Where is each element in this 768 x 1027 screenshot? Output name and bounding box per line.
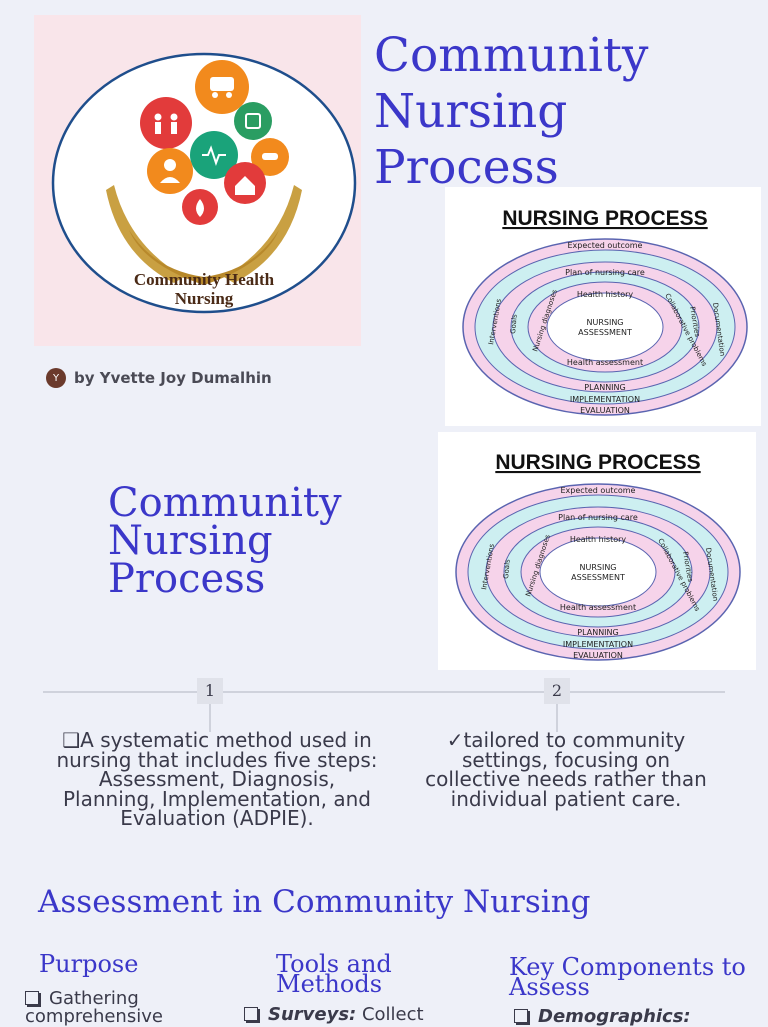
label-health-history: Health history bbox=[570, 535, 627, 544]
label-expected-outcome: Expected outcome bbox=[568, 241, 643, 250]
section-title-line1: Community bbox=[108, 480, 342, 526]
label-goals: Goals bbox=[502, 559, 512, 580]
label-plan-of-care: Plan of nursing care bbox=[565, 268, 645, 277]
family-icon bbox=[140, 97, 192, 149]
diagram-title: NURSING PROCESS bbox=[495, 451, 700, 474]
tools-bullet: Surveys: Collect bbox=[244, 1006, 474, 1024]
nursing-process-diagram-top: NURSING PROCESS Expected outcome Plan of… bbox=[445, 187, 761, 426]
timeline-step-2-text: ✓tailored to community settings, focusin… bbox=[425, 728, 707, 811]
diagram-title: NURSING PROCESS bbox=[502, 207, 707, 230]
label-implementation: IMPLEMENTATION bbox=[570, 395, 640, 404]
section-title-line2: Nursing bbox=[108, 518, 273, 564]
label-center-line2: ASSESSMENT bbox=[578, 328, 632, 337]
community-health-nursing-logo: Community Health Nursing bbox=[51, 52, 357, 314]
author-byline: Y by Yvette Joy Dumalhin bbox=[46, 368, 272, 388]
label-goals: Goals bbox=[509, 314, 519, 335]
purpose-bullet: Gathering comprehensive bbox=[25, 990, 225, 1026]
section-title-line3: Process bbox=[108, 556, 266, 602]
logo-caption-line1: Community Health bbox=[134, 270, 275, 289]
label-evaluation: EVALUATION bbox=[573, 651, 623, 660]
timeline-step-1-connector bbox=[209, 704, 211, 732]
logo-caption-line2: Nursing bbox=[175, 289, 234, 308]
label-health-history: Health history bbox=[577, 290, 634, 299]
key-components-bullet-lead: Demographics: bbox=[538, 1006, 691, 1027]
avatar: Y bbox=[46, 368, 66, 388]
timeline-step-1-number: 1 bbox=[197, 678, 223, 704]
purpose-bullet-text: Gathering comprehensive bbox=[25, 988, 163, 1027]
label-planning: PLANNING bbox=[584, 383, 625, 392]
timeline-step-1-text: ❑A systematic method used in nursing tha… bbox=[56, 728, 378, 830]
label-plan-of-care: Plan of nursing care bbox=[558, 513, 638, 522]
label-implementation: IMPLEMENTATION bbox=[563, 640, 633, 649]
checkbox-bullet-icon bbox=[244, 1007, 258, 1021]
label-planning: PLANNING bbox=[577, 628, 618, 637]
checkbox-bullet-icon bbox=[25, 991, 39, 1005]
assessment-heading: Assessment in Community Nursing bbox=[38, 884, 591, 920]
nursing-process-diagram-bottom: NURSING PROCESS Expected outcome Plan of… bbox=[438, 432, 756, 670]
checkbox-bullet-icon bbox=[514, 1009, 528, 1023]
author-name: by Yvette Joy Dumalhin bbox=[74, 369, 272, 387]
label-center-line2: ASSESSMENT bbox=[571, 573, 625, 582]
label-expected-outcome: Expected outcome bbox=[561, 486, 636, 495]
page-title: Community Nursing Process bbox=[374, 28, 649, 195]
tools-bullet-lead: Surveys: bbox=[268, 1004, 357, 1025]
timeline-step-2-number: 2 bbox=[544, 678, 570, 704]
label-evaluation: EVALUATION bbox=[580, 406, 630, 415]
safe-icon bbox=[234, 102, 272, 140]
community-health-logo-card: Community Health Nursing bbox=[34, 15, 361, 346]
key-components-bullet: Demographics: bbox=[514, 1008, 754, 1026]
key-components-heading: Key Components to Assess bbox=[509, 953, 746, 1001]
label-center-line1: NURSING bbox=[579, 563, 616, 572]
timeline-line bbox=[43, 691, 725, 693]
purpose-heading: Purpose bbox=[39, 950, 139, 978]
label-health-assessment: Health assessment bbox=[567, 358, 643, 367]
label-center-line1: NURSING bbox=[586, 318, 623, 327]
timeline-step-2-connector bbox=[556, 704, 558, 732]
tools-bullet-text: Collect bbox=[356, 1004, 424, 1025]
label-health-assessment: Health assessment bbox=[560, 603, 636, 612]
section-title: Community Nursing Process bbox=[108, 480, 408, 602]
tools-methods-heading: Tools and Methods bbox=[276, 950, 392, 998]
